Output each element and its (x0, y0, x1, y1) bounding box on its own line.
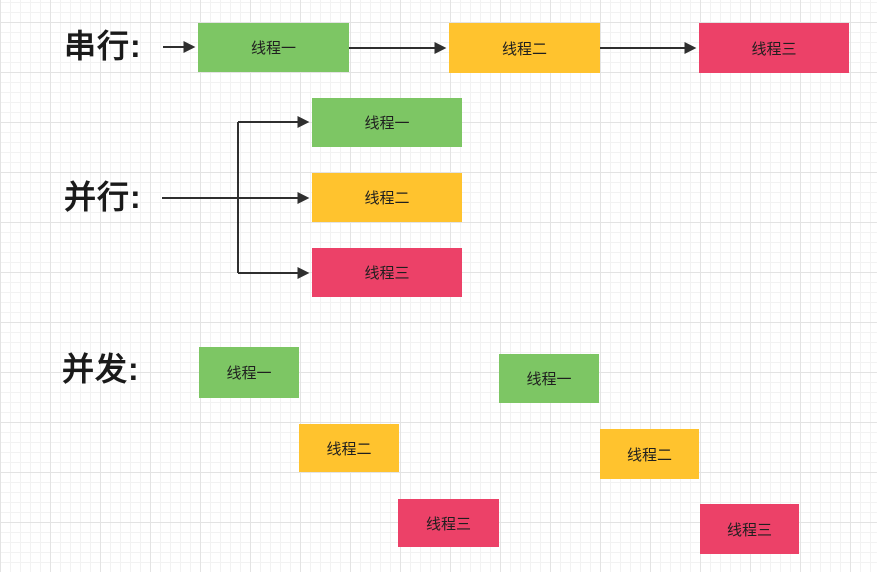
concurrent-run2-thread1-box[interactable]: 线程一 (499, 354, 599, 403)
serial-section-label: 串行: (64, 28, 142, 64)
parallel-thread1-box[interactable]: 线程一 (312, 98, 462, 147)
serial-thread2-box[interactable]: 线程二 (449, 23, 600, 73)
parallel-section-label: 并行: (64, 179, 142, 215)
concurrent-run1-thread3-box[interactable]: 线程三 (398, 499, 499, 547)
concurrent-run2-thread2-box[interactable]: 线程二 (600, 429, 699, 479)
serial-thread3-box[interactable]: 线程三 (699, 23, 849, 73)
serial-thread1-box[interactable]: 线程一 (198, 23, 349, 72)
concurrent-run1-thread2-box[interactable]: 线程二 (299, 424, 399, 472)
concurrent-section-label: 并发: (62, 351, 140, 387)
concurrent-run1-thread1-box[interactable]: 线程一 (199, 347, 299, 398)
concurrent-run2-thread3-box[interactable]: 线程三 (700, 504, 799, 554)
parallel-thread3-box[interactable]: 线程三 (312, 248, 462, 297)
parallel-thread2-box[interactable]: 线程二 (312, 173, 462, 222)
